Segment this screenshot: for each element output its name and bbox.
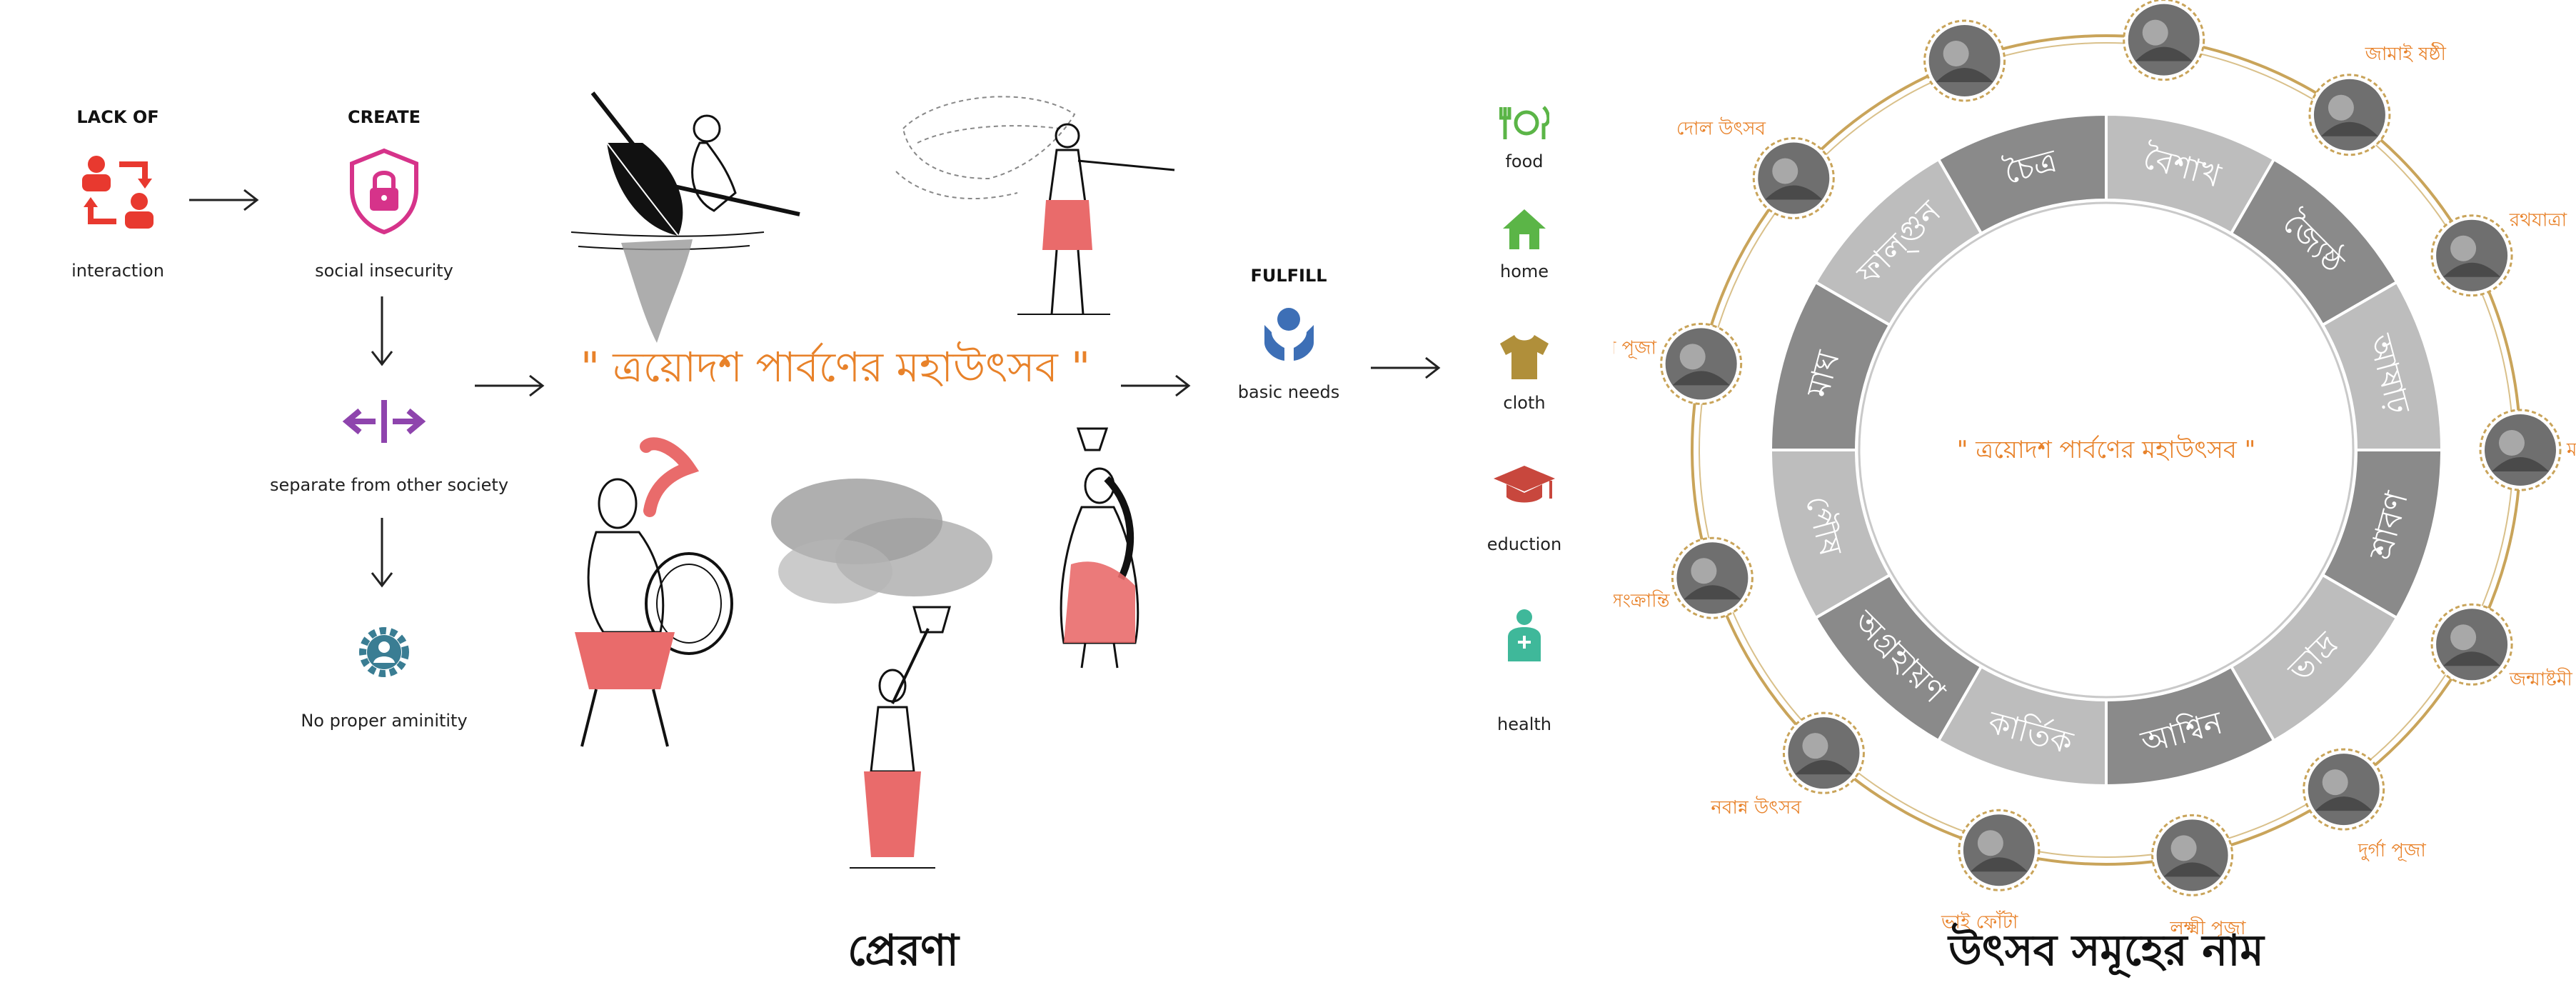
social-insecurity-label: social insecurity <box>315 261 453 281</box>
festival-node <box>2430 214 2513 297</box>
graduation-cap-icon <box>1494 466 1555 503</box>
festival-label: লক্ষ্মী পূজা <box>2169 916 2246 939</box>
create-header: CREATE <box>348 107 421 127</box>
festival-label: জামাই ষষ্ঠী <box>2365 42 2447 65</box>
need-health-label: health <box>1497 714 1551 734</box>
festival-node <box>2303 748 2385 831</box>
dhunuchi-dancer-illustration <box>771 479 992 869</box>
festival-label: রথযাত্রা <box>2509 209 2567 231</box>
festival-node <box>2151 814 2234 896</box>
festival-node <box>2308 74 2391 156</box>
boatman-illustration <box>570 91 800 343</box>
festival-node <box>1958 809 2041 891</box>
dhaki-drummer-illustration <box>575 437 733 747</box>
festival-node <box>2479 409 2562 491</box>
interaction-label: interaction <box>71 261 164 281</box>
basic-needs-label: basic needs <box>1237 382 1340 402</box>
festival-label: পৌষ সংক্রান্তি <box>1614 590 1671 612</box>
doctor-icon <box>1508 609 1541 661</box>
festival-label: নবান্ন উৎসব <box>1710 796 1801 819</box>
shirt-icon <box>1500 335 1549 379</box>
festival-node <box>2430 603 2513 686</box>
festival-label: মনসা পূজা <box>2566 439 2576 461</box>
separate-society-label: separate from other society <box>269 475 509 495</box>
need-education-label: eduction <box>1486 534 1562 554</box>
arrow-right-icon <box>1371 356 1441 379</box>
fork-plate-icon <box>1499 106 1549 139</box>
festival-label: ভাই ফোঁটা <box>1941 911 2018 934</box>
female-dancer-illustration <box>1060 427 1139 669</box>
arrow-right-icon <box>475 374 545 397</box>
arrow-right-icon <box>1121 374 1191 397</box>
separate-arrows-icon <box>342 400 426 443</box>
interaction-icon <box>82 156 154 229</box>
lack-of-header: LACK OF <box>76 107 159 127</box>
festival-node <box>1752 136 1835 219</box>
wheel-center-text: " ত্রয়োদশ পার্বণের মহাউৎসব " <box>1957 434 2255 464</box>
inspiration-caption: প্রেরণা <box>847 926 959 976</box>
fulfill-header: FULFILL <box>1250 266 1327 286</box>
festival-node <box>2123 0 2205 81</box>
festival-label: দোল উৎসব <box>1676 117 1766 140</box>
festival-node <box>1660 322 1743 405</box>
arrow-right-icon <box>189 189 259 211</box>
festival-node <box>1782 711 1865 794</box>
festival-label: জন্মাষ্টমী <box>2509 668 2573 691</box>
festival-node <box>1671 536 1754 619</box>
festival-label: দুর্গা পূজা <box>2358 839 2426 861</box>
need-food-label: food <box>1505 151 1544 171</box>
wheel-center <box>1858 201 2355 699</box>
festival-node <box>1923 19 2006 102</box>
net-fisherman-illustration <box>895 96 1175 315</box>
arrow-down-icon <box>371 518 393 588</box>
shield-lock-icon <box>350 148 418 235</box>
no-amenity-label: No proper aminitity <box>301 711 468 731</box>
house-icon <box>1503 209 1546 249</box>
arrow-down-icon <box>371 296 393 366</box>
need-cloth-label: cloth <box>1503 393 1546 413</box>
festival-motto: " ত্রয়োদশ পার্বণের মহাউৎসব " <box>580 343 1090 391</box>
gear-user-icon <box>359 627 409 677</box>
hands-care-icon <box>1264 308 1314 361</box>
festival-names-caption: উৎসব সমূহের নাম <box>1948 926 2264 976</box>
festival-label: সরস্বতী পূজা <box>1614 336 1656 359</box>
need-home-label: home <box>1499 261 1549 281</box>
month-segment <box>1813 157 1983 327</box>
